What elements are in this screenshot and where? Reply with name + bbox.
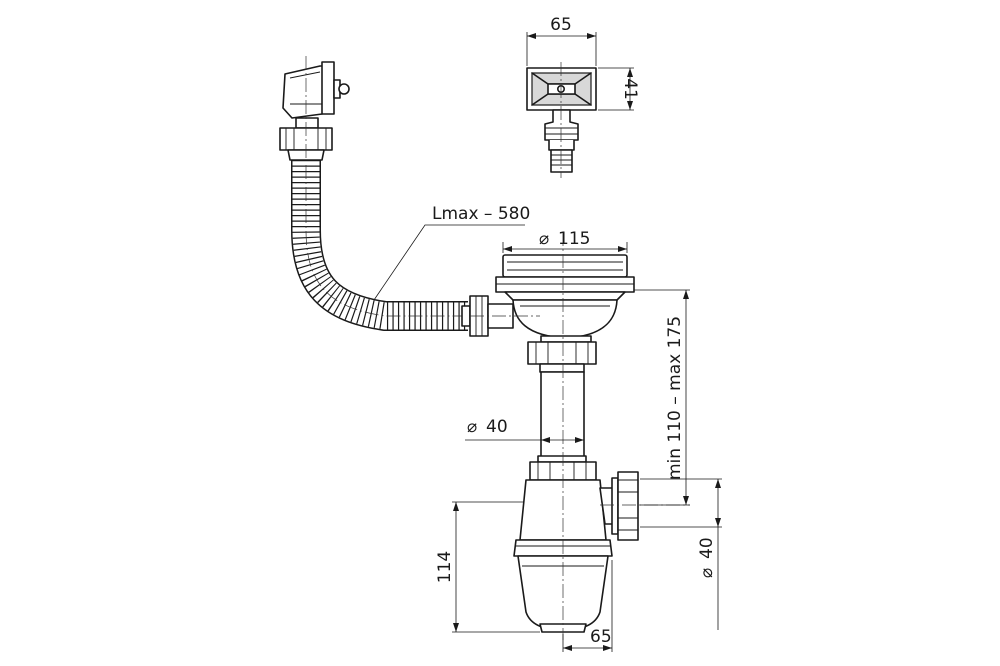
bottle-trap (513, 479, 619, 633)
height-range-dimension: min 110 – max 175 (634, 289, 690, 506)
pipe-diameter-dimension: ⌀ 40 (465, 417, 584, 443)
sink-strainer (495, 254, 635, 343)
trap-height-label: 114 (435, 551, 455, 583)
corrugated-hose (291, 160, 468, 331)
trap-height-dimension: 114 (435, 501, 540, 633)
height-range-label: min 110 – max 175 (665, 316, 685, 480)
outlet-diameter-symbol: ⌀ (697, 568, 717, 578)
outlet-diameter-dimension: ⌀ 40 (640, 478, 722, 630)
bowl-diameter-label: 115 (558, 229, 590, 249)
vertical-pipe (540, 371, 585, 461)
upper-coupling-nut (527, 341, 597, 373)
outlet-nut (611, 471, 639, 541)
bowl-diameter-dimension: ⌀ 115 (502, 229, 628, 253)
top-height-label: 41 (620, 78, 640, 100)
pipe-diameter-symbol: ⌀ (467, 417, 477, 437)
pipe-diameter-label: 40 (486, 417, 508, 437)
outlet-diameter-label: 40 (697, 537, 717, 559)
top-width-label: 65 (550, 15, 572, 35)
trap-width-label: 65 (590, 627, 612, 647)
trap-width-dimension: 65 (562, 560, 613, 652)
bowl-diameter-symbol: ⌀ (539, 229, 549, 249)
hose-length-dimension: Lmax – 580 (373, 204, 530, 301)
overflow-head-top-view (526, 62, 597, 178)
hose-length-label: Lmax – 580 (432, 204, 530, 224)
top-view-dimensions: 65 41 (526, 15, 640, 111)
overflow-head-side (279, 56, 350, 165)
